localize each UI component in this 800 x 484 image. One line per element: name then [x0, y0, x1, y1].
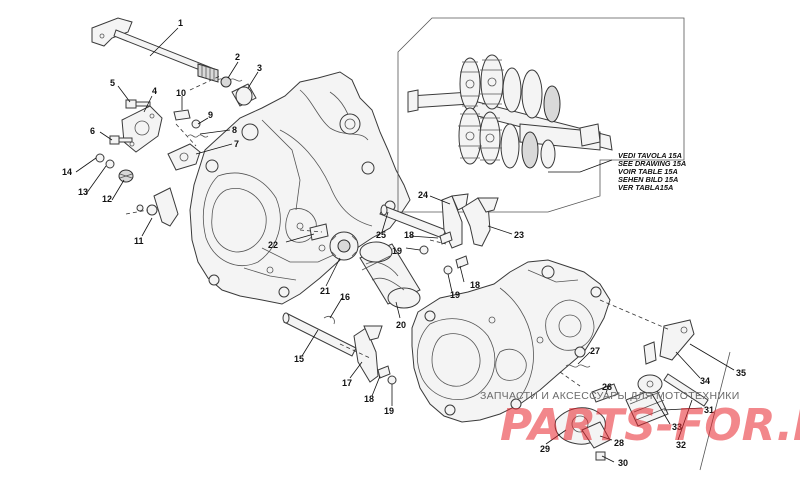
part-19-clip-lower [443, 265, 453, 275]
part-15-fork-shaft [282, 312, 357, 357]
part-21-drum-flange [329, 231, 359, 261]
part-18-pin-upper [439, 231, 453, 245]
part-22-index [309, 223, 329, 241]
part-11-lever [125, 187, 179, 227]
callout-24: 24 [418, 190, 428, 200]
part-34-lever [659, 319, 695, 361]
part-4-plate [121, 105, 163, 153]
callout-8: 8 [232, 125, 237, 135]
right-crankcase [411, 259, 611, 423]
callout-19-bottom: 19 [384, 406, 394, 416]
callout-7: 7 [234, 139, 239, 149]
note-line-de: SEHEN BILD 15A [618, 175, 678, 184]
part-9-washer [191, 119, 201, 129]
part-19-clip-upper [419, 245, 429, 255]
callout-19-lower: 19 [450, 290, 460, 300]
assembly-line-2 [175, 123, 197, 147]
note-line-en: SEE DRAWING 15A [618, 159, 686, 168]
bracket-right-line [699, 351, 731, 471]
callout-17: 17 [342, 378, 352, 388]
part-28-lever [581, 421, 611, 449]
part-3-bushing [231, 83, 257, 107]
callout-29: 29 [540, 444, 550, 454]
assembly-line-1 [189, 75, 221, 91]
part-1-shift-shaft [91, 17, 219, 83]
part-33-gear [637, 374, 663, 394]
callout-16: 16 [340, 292, 350, 302]
callout-28: 28 [614, 438, 624, 448]
callout-21: 21 [320, 286, 330, 296]
callout-20: 20 [396, 320, 406, 330]
callout-18-upper: 18 [404, 230, 414, 240]
callout-6: 6 [90, 126, 95, 136]
part-18-pin-bottom [377, 365, 391, 379]
part-16-clip [323, 316, 335, 325]
callout-2: 2 [235, 52, 240, 62]
watermark-caption: ЗАПЧАСТИ И АКСЕССУАРЫ ДЛЯ МОТОТЕХНИКИ [480, 390, 740, 402]
part-30-bolt [595, 451, 606, 461]
watermark-brand: PARTS-FOR.RU [500, 400, 800, 451]
part-14-nut [95, 153, 105, 163]
callout-19-upper: 19 [392, 246, 402, 256]
callout-34: 34 [700, 376, 710, 386]
part-6-bolt [109, 135, 133, 145]
callout-30: 30 [618, 458, 628, 468]
watermark: ЗАПЧАСТИ И АКСЕССУАРЫ ДЛЯ МОТОТЕХНИКИ PA… [480, 390, 800, 451]
part-17-shift-fork [353, 325, 383, 383]
callout-11: 11 [134, 236, 144, 246]
assembly-line-5 [339, 343, 371, 359]
part-23-shift-fork [461, 197, 499, 247]
callout-12: 12 [102, 194, 112, 204]
callout-18-lower: 18 [470, 280, 480, 290]
note-line-fr: VOIR TABLE 15A [618, 167, 678, 176]
callout-23: 23 [514, 230, 524, 240]
callout-15: 15 [294, 354, 304, 364]
callout-1: 1 [178, 18, 183, 28]
note-line-es: VER TABLA15A [618, 183, 673, 192]
part-10-key [173, 109, 191, 121]
assembly-line-right [599, 299, 671, 331]
assembly-line-3 [299, 229, 323, 233]
callout-18-bottom: 18 [364, 394, 374, 404]
callout-31: 31 [704, 405, 714, 415]
callout-33: 33 [672, 422, 682, 432]
note-line-it: VEDI TAVOLA 15A [618, 151, 682, 160]
callout-32: 32 [676, 440, 686, 450]
part-13-washer [105, 159, 115, 169]
part-32-shaft [663, 373, 709, 407]
part-35-pin [643, 341, 657, 365]
part-27-spring [565, 364, 591, 368]
callout-labels: 1 2 3 4 5 6 7 8 9 10 11 12 13 14 15 16 1… [62, 18, 746, 468]
part-12-spring [118, 169, 134, 183]
part-5-bolt [125, 99, 151, 109]
callout-26: 26 [602, 382, 612, 392]
callout-22: 22 [268, 240, 278, 250]
reference-note: VEDI TAVOLA 15A SEE DRAWING 15A VOIR TAB… [618, 151, 686, 192]
callout-3: 3 [257, 63, 262, 73]
callout-13: 13 [78, 187, 88, 197]
part-7-lever [167, 143, 201, 171]
gearbox-reference-box [397, 17, 685, 213]
part-20-selector-drum [359, 241, 421, 309]
part-2-spring [217, 76, 243, 88]
assembly-line-right-2 [559, 371, 581, 387]
callout-5: 5 [110, 78, 115, 88]
callout-10: 10 [176, 88, 186, 98]
callout-25: 25 [376, 230, 386, 240]
callout-27: 27 [590, 346, 600, 356]
callout-14: 14 [62, 167, 72, 177]
part-26-pin [591, 383, 619, 403]
assembly-line-4 [429, 239, 447, 245]
part-19-clip-bottom [387, 375, 397, 385]
part-18-pin-lower [455, 255, 469, 269]
callout-35: 35 [736, 368, 746, 378]
leader-lines [75, 27, 735, 463]
callout-9: 9 [208, 110, 213, 120]
callout-4: 4 [152, 86, 157, 96]
part-8-spring [187, 134, 209, 138]
